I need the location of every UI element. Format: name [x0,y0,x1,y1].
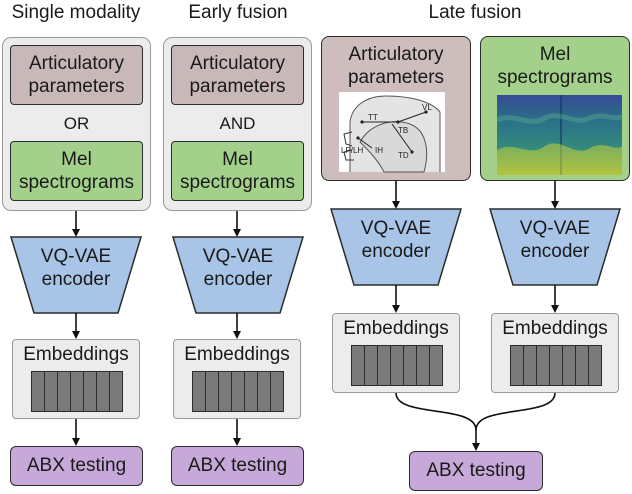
single-articulatory-label: Articulatory parameters [28,53,125,97]
single-encoder-label: VQ-VAE encoder [40,246,112,290]
embedding-cell [404,346,417,385]
single-abx-testing-box: ABX testing [10,446,143,486]
title-single-modality: Single modality [11,2,141,23]
late-mel-label: Mel spectrograms [497,44,613,88]
title-early-fusion: Early fusion [188,2,288,23]
late-articulatory-encoder-shape [329,208,463,286]
single-embeddings-label: Embeddings [23,344,129,365]
late-articulatory-label: Articulatory parameters [347,44,445,88]
or-label: OR [63,114,90,133]
arrow-late-merge-to-abx [395,392,556,431]
embedding-cell [84,372,97,411]
early-embedding-vector [192,371,284,412]
single-embeddings-panel: Embeddings [12,339,140,419]
single-mel-label: Mel spectrograms [18,149,135,193]
embedding-cell [563,346,576,385]
and-label: AND [219,114,256,133]
vt-label-tb: TB [398,126,408,135]
single-abx-label: ABX testing [26,455,127,476]
embedding-cell [245,372,258,411]
vocal-tract-illustration: TT VL TB LP/LH IH TD [339,92,445,173]
early-embeddings-panel: Embeddings [173,339,301,419]
embedding-cell [58,372,71,411]
vt-label-td: TD [398,151,409,160]
late-mel-encoder-shape [488,208,622,286]
embedding-cell [417,346,430,385]
single-encoder-shape [9,236,143,314]
title-late-fusion: Late fusion [428,2,522,23]
embedding-cell [537,346,550,385]
vt-label-lplh: LP/LH [341,146,363,155]
embedding-cell [576,346,589,385]
early-abx-label: ABX testing [187,455,288,476]
early-articulatory-label: Articulatory parameters [189,53,286,97]
late-mel-embedding-vector [510,345,602,386]
embedding-cell [110,372,122,411]
early-mel-label: Mel spectrograms [179,149,296,193]
embedding-cell [589,346,601,385]
vt-label-ih: IH [375,146,383,155]
embedding-cell [232,372,245,411]
early-abx-testing-box: ABX testing [171,446,304,486]
embedding-cell [193,372,206,411]
early-articulatory-box: Articulatory parameters [171,45,304,105]
embedding-cell [271,372,283,411]
late-articulatory-embedding-vector [351,345,443,386]
embedding-cell [511,346,524,385]
vt-label-tt: TT [368,113,378,122]
embedding-cell [378,346,391,385]
embedding-cell [524,346,537,385]
embedding-cell [391,346,404,385]
single-mel-box: Mel spectrograms [10,141,143,201]
embedding-cell [365,346,378,385]
embedding-cell [71,372,84,411]
embedding-cell [32,372,45,411]
embedding-cell [352,346,365,385]
early-encoder-shape [171,236,305,314]
late-articulatory-embeddings-label: Embeddings [343,318,449,339]
spectrogram-illustration [495,95,624,175]
single-articulatory-box: Articulatory parameters [10,45,143,105]
early-embeddings-label: Embeddings [184,344,290,365]
late-mel-embeddings-label: Embeddings [502,318,608,339]
embedding-cell [45,372,58,411]
embedding-cell [258,372,271,411]
late-abx-label: ABX testing [426,460,526,481]
late-articulatory-embeddings-panel: Embeddings [332,313,460,393]
embedding-cell [430,346,442,385]
late-articulatory-encoder-label: VQ-VAE encoder [360,218,432,262]
single-embedding-vector [31,371,123,412]
late-mel-encoder-label: VQ-VAE encoder [519,218,591,262]
early-mel-box: Mel spectrograms [171,141,304,201]
embedding-cell [206,372,219,411]
late-mel-embeddings-panel: Embeddings [491,313,619,393]
embedding-cell [550,346,563,385]
late-abx-testing-box: ABX testing [409,451,543,491]
early-encoder-label: VQ-VAE encoder [202,246,274,290]
embedding-cell [97,372,110,411]
embedding-cell [219,372,232,411]
vt-label-vl: VL [422,103,432,112]
